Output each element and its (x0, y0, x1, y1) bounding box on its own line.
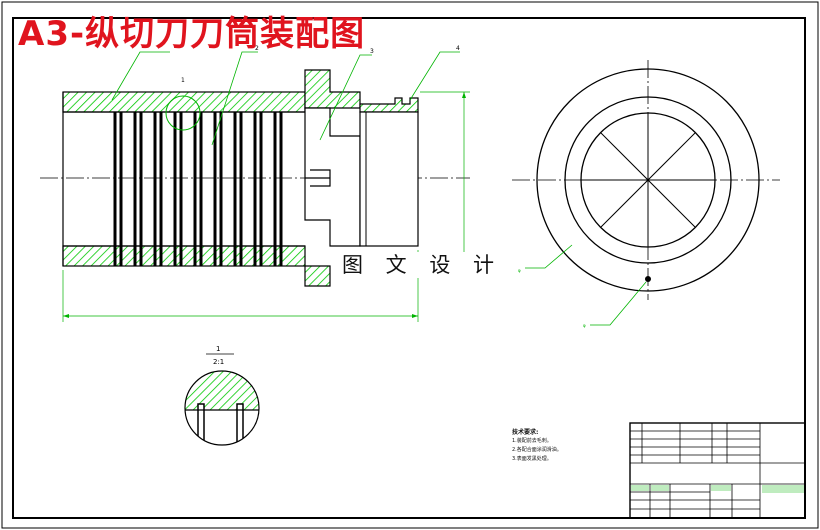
detail-scale: 2:1 (213, 358, 224, 366)
flange-bottom (304, 265, 331, 287)
sleeve-wall-top (62, 91, 306, 113)
notes-line: 2.各配合面涂润滑油。 (512, 447, 562, 453)
callout-part3: 3 (370, 48, 374, 55)
notes-line: 3.表面发黑处理。 (512, 456, 552, 462)
pin-hole (645, 276, 651, 282)
holder-step (310, 169, 331, 187)
section-view: 1 2 3 4 (40, 45, 470, 322)
detail-view: 1 2:1 (184, 345, 260, 446)
holder-body (304, 107, 361, 247)
technical-notes: 技术要求: 1.装配前去毛刺。 2.各配合面涂润滑油。 3.表面发黑处理。 (512, 428, 562, 464)
end-cap-top (359, 97, 419, 113)
watermark: 图 文 设 计 (340, 252, 505, 278)
end-view-note-a: φ (518, 268, 521, 273)
callout-part2: 2 (255, 45, 259, 52)
callout-part4: 4 (456, 45, 460, 52)
drawing-title: A3-纵切刀刀筒装配图 (18, 14, 366, 54)
flange-top (304, 69, 361, 109)
detail-marker-circle (165, 95, 201, 131)
end-cap-body (359, 111, 419, 247)
sleeve-wall-bottom (62, 245, 306, 267)
title-block-cells (631, 485, 804, 493)
end-view: φ φ (512, 60, 780, 328)
detail-label: 1 (216, 345, 220, 353)
drawing-frame (12, 17, 806, 519)
notes-heading: 技术要求: (512, 429, 539, 436)
end-view-note-b: φ (583, 323, 586, 328)
outer-ring (536, 68, 760, 292)
callout-part1: 1 (181, 77, 185, 84)
middle-ring (564, 96, 732, 264)
leader-lines (111, 51, 460, 146)
title-block (629, 422, 806, 519)
notes-line: 1.装配前去毛刺。 (512, 438, 552, 444)
ring-stack (113, 112, 283, 266)
spokes (581, 113, 715, 247)
